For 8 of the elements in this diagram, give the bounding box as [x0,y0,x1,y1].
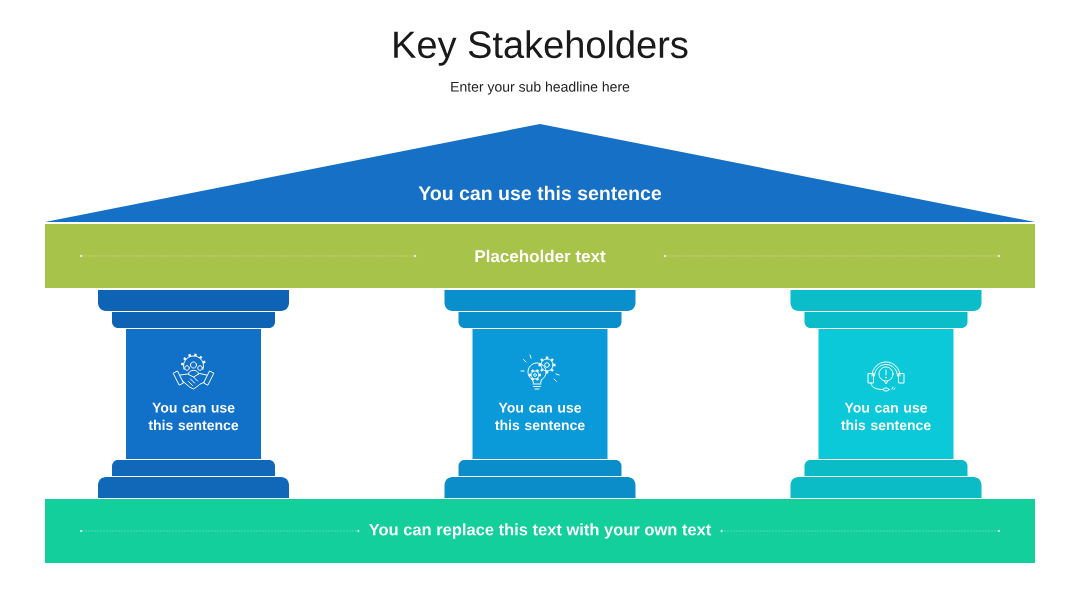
roof-triangle: You can use this sentence [45,124,1035,222]
pillar-shaft: You can use this sentence [818,329,954,459]
pillar-shaft: You can use this sentence [126,329,261,459]
banner-band: You can replace this text with your own text [45,499,1035,563]
title: Key Stakeholders [394,30,688,66]
subtitle: Enter your sub headline here [451,81,630,95]
pillar-shaft: You can use this sentence [472,329,608,459]
banner-band: Placeholder text [45,224,1035,288]
